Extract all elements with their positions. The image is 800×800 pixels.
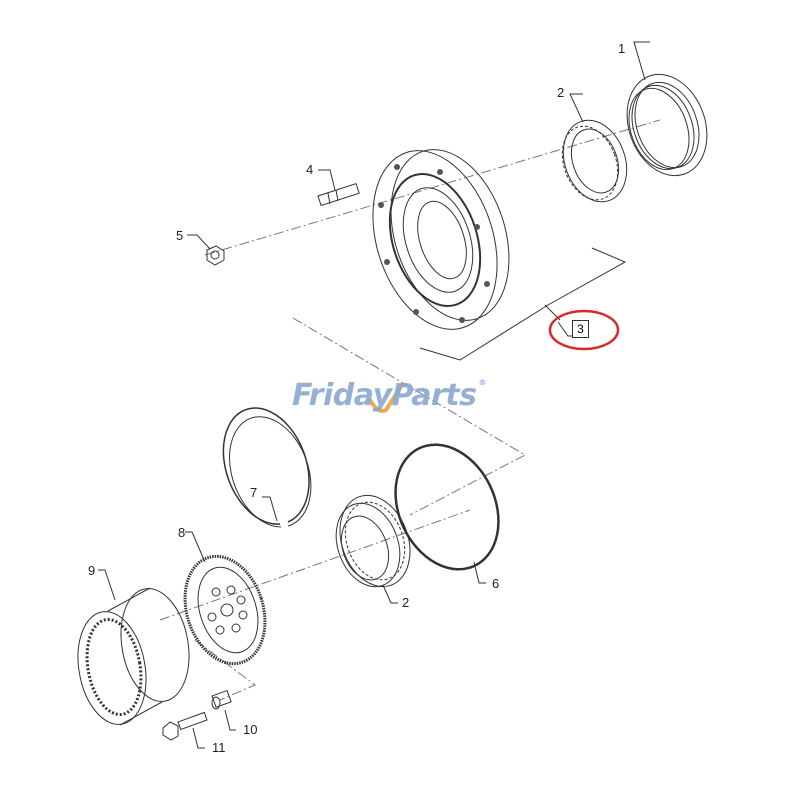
part-4-stud[interactable] bbox=[317, 169, 360, 207]
part-2-bearing-lower[interactable] bbox=[325, 486, 422, 604]
callout-7: 7 bbox=[250, 485, 258, 500]
callout-2-upper: 2 bbox=[557, 85, 565, 100]
callout-3-box[interactable]: 3 bbox=[572, 320, 589, 338]
callout-10: 10 bbox=[243, 722, 258, 737]
callout-6: 6 bbox=[492, 576, 500, 591]
fridayparts-watermark: FridayParts® bbox=[292, 378, 486, 413]
part-3-hub-housing[interactable] bbox=[351, 134, 627, 361]
part-5-nut[interactable] bbox=[187, 234, 225, 266]
callout-1: 1 bbox=[618, 41, 626, 56]
part-8-carrier-gear[interactable] bbox=[172, 531, 278, 674]
callout-9: 9 bbox=[88, 563, 96, 578]
part-6-o-ring[interactable] bbox=[376, 428, 518, 586]
part-10-bushing[interactable] bbox=[211, 689, 236, 731]
part-2-bearing-upper[interactable] bbox=[552, 93, 637, 211]
watermark-text: FridayParts bbox=[292, 378, 477, 413]
part-9-ring-gear[interactable] bbox=[70, 569, 198, 730]
part-11-bolt[interactable] bbox=[162, 711, 208, 749]
watermark-check-icon bbox=[368, 383, 404, 413]
centerline-lower bbox=[159, 317, 527, 701]
centerline-upper bbox=[204, 119, 661, 256]
callout-4: 4 bbox=[306, 162, 314, 177]
highlight-circle bbox=[548, 309, 620, 351]
callout-8: 8 bbox=[178, 525, 186, 540]
registered-mark: ® bbox=[478, 378, 486, 387]
callout-2-lower: 2 bbox=[402, 595, 410, 610]
callout-11: 11 bbox=[212, 740, 226, 755]
callout-5: 5 bbox=[176, 228, 184, 243]
part-7-snap-ring[interactable] bbox=[222, 407, 312, 528]
part-1-seal-ring[interactable] bbox=[614, 41, 721, 187]
